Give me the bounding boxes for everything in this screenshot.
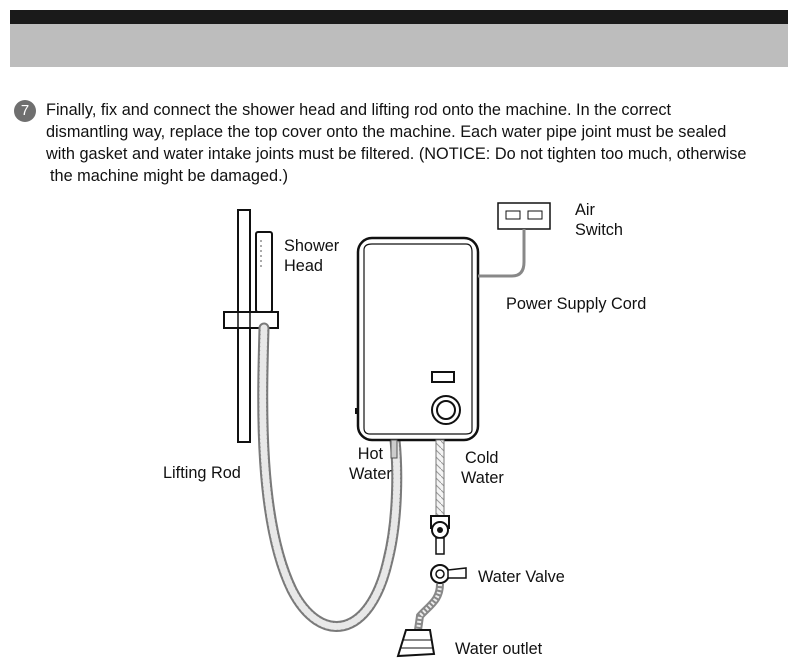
- water-valve: [430, 515, 467, 584]
- cold-water-pipe: [435, 439, 445, 519]
- instruction-text: Finally, fix and connect the shower head…: [46, 99, 786, 187]
- step-number-badge: 7: [14, 100, 36, 122]
- outlet-pipe: [414, 583, 444, 631]
- shower-head-label-line-1: Shower: [284, 237, 340, 255]
- air-switch-label-line-1: Air: [575, 201, 595, 219]
- lifting-rod-label: Lifting Rod: [163, 464, 241, 482]
- power-supply-cord: [478, 229, 526, 278]
- water-heater: [355, 236, 480, 442]
- cold-water-label-line-1: Cold: [465, 449, 499, 467]
- shower-head-label-line-2: Head: [284, 257, 323, 275]
- cold-water-label-line-2: Water: [461, 469, 504, 487]
- top-header-bar: [10, 10, 788, 24]
- water-valve-label: Water Valve: [478, 568, 565, 586]
- air-switch-label-line-2: Switch: [575, 221, 623, 239]
- instruction-line-1: Finally, fix and connect the shower head…: [46, 101, 672, 119]
- instruction-line-3: with gasket and water intake joints must…: [46, 145, 747, 163]
- cold-water-label: Cold Water: [461, 448, 504, 488]
- header-band: [10, 24, 788, 67]
- hot-water-label-line-1: Hot: [357, 445, 384, 463]
- installation-diagram: Air Switch Shower Head Power Supply Cord…: [0, 190, 792, 666]
- hot-water-label: Hot Water: [349, 444, 392, 484]
- shower-head: [255, 231, 273, 313]
- hot-water-label-line-2: Water: [349, 465, 392, 483]
- shower-head-label: Shower Head: [284, 236, 339, 276]
- instruction-line-2: dismantling way, replace the top cover o…: [46, 123, 727, 141]
- power-supply-cord-label: Power Supply Cord: [506, 295, 647, 313]
- air-switch: [497, 202, 551, 230]
- instruction-line-4: the machine might be damaged.): [50, 167, 289, 185]
- installation-drawing: [223, 202, 551, 658]
- water-outlet-label: Water outlet: [455, 640, 543, 658]
- water-outlet: [396, 629, 436, 658]
- air-switch-label: Air Switch: [575, 200, 623, 240]
